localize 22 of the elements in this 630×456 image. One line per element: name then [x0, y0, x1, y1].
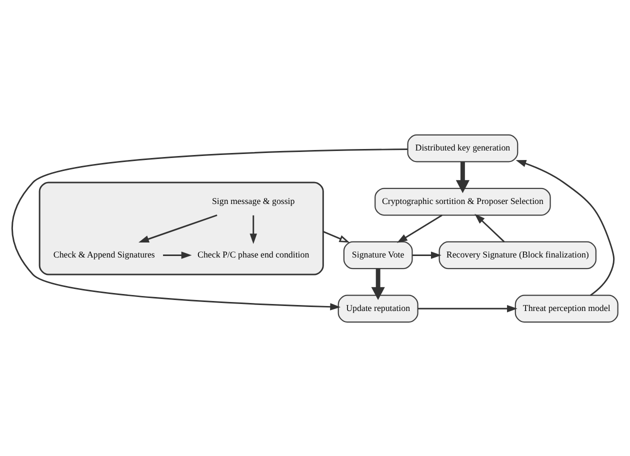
- arrow: [456, 161, 470, 193]
- node-box: Distributed key generation: [407, 134, 518, 162]
- node-box: Threat perception model: [514, 294, 618, 322]
- node-text: Check & Append Signatures: [53, 249, 155, 260]
- node-box: Update reputation: [338, 294, 418, 322]
- cluster: [38, 181, 324, 275]
- arrow: [250, 214, 258, 244]
- node-box: Signature Vote: [343, 240, 413, 269]
- arrow: [412, 251, 442, 258]
- arrow: [322, 230, 350, 242]
- arrow: [138, 214, 218, 242]
- arrow: [12, 148, 408, 310]
- arrow: [163, 251, 192, 258]
- node-text: Sign message & gossip: [212, 196, 295, 206]
- node-text: Check P/C phase end condition: [198, 249, 310, 260]
- arrow: [516, 160, 615, 296]
- arrow: [396, 214, 442, 242]
- arrow: [474, 213, 505, 242]
- node-box: Cryptographic sortition & Proposer Selection: [374, 187, 551, 216]
- arrow: [418, 304, 518, 312]
- node-box: Recovery Signature (Block finalization): [438, 240, 596, 269]
- arrow: [371, 268, 385, 300]
